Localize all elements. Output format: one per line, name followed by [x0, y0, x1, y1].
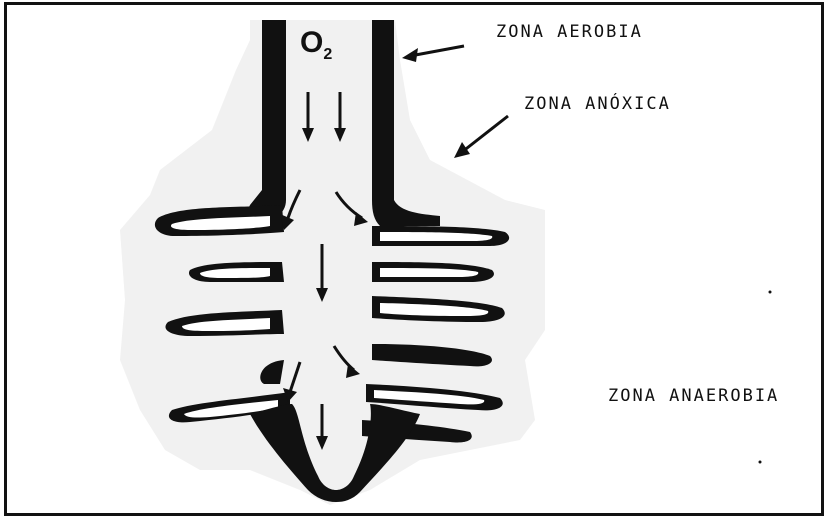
label-anoxic-zone: ZONA ANÓXICA	[524, 94, 671, 114]
speck	[759, 461, 762, 464]
oxygen-symbol: O2	[300, 26, 332, 64]
label-anaerobic-zone: ZONA ANAEROBIA	[608, 386, 779, 406]
label-aerobic-zone: ZONA AEROBIA	[496, 22, 643, 42]
sediment-halo	[120, 20, 545, 505]
speck	[769, 291, 772, 294]
